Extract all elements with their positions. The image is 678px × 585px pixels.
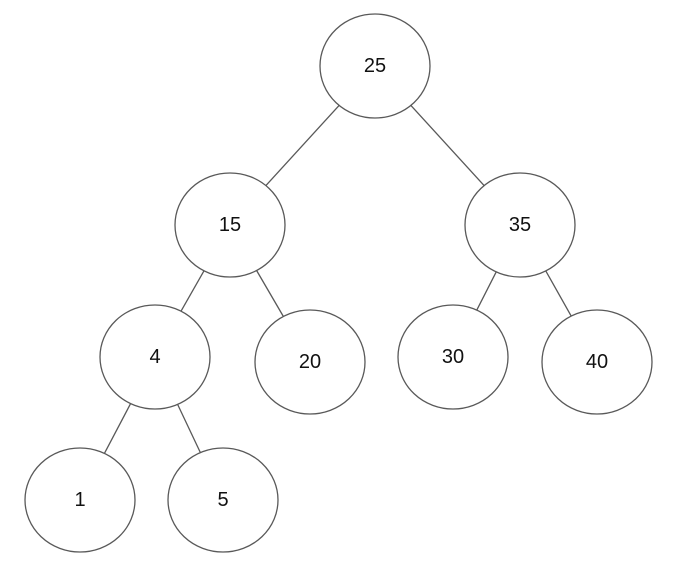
tree-node-40: 40 bbox=[541, 309, 653, 415]
node-label-20: 20 bbox=[299, 351, 321, 373]
edge-n15-n20 bbox=[256, 270, 284, 317]
edge-n35-n30 bbox=[476, 271, 497, 311]
node-label-40: 40 bbox=[586, 351, 608, 373]
node-circle-30 bbox=[397, 304, 509, 410]
node-label-4: 4 bbox=[149, 346, 160, 368]
node-label-15: 15 bbox=[219, 214, 241, 236]
edge-n4-n1 bbox=[103, 403, 132, 454]
node-label-1: 1 bbox=[74, 489, 85, 511]
node-circle-5 bbox=[167, 447, 279, 553]
node-circle-35 bbox=[464, 172, 576, 278]
node-circle-1 bbox=[24, 447, 136, 553]
edge-n35-n40 bbox=[545, 270, 572, 317]
node-circle-20 bbox=[254, 309, 366, 415]
edge-n25-n35 bbox=[410, 104, 485, 187]
tree-node-15: 15 bbox=[174, 172, 286, 278]
edge-n25-n15 bbox=[265, 104, 340, 187]
node-circle-15 bbox=[174, 172, 286, 278]
tree-node-20: 20 bbox=[254, 309, 366, 415]
tree-node-5: 5 bbox=[167, 447, 279, 553]
tree-node-1: 1 bbox=[24, 447, 136, 553]
edges-layer bbox=[103, 104, 572, 454]
tree-node-4: 4 bbox=[99, 304, 211, 410]
tree-node-35: 35 bbox=[464, 172, 576, 278]
node-circle-40 bbox=[541, 309, 653, 415]
tree-node-25: 25 bbox=[319, 13, 431, 119]
node-label-35: 35 bbox=[509, 214, 531, 236]
node-circle-25 bbox=[319, 13, 431, 119]
node-circle-4 bbox=[99, 304, 211, 410]
edge-n4-n5 bbox=[177, 404, 201, 453]
node-label-25: 25 bbox=[364, 55, 386, 77]
node-label-30: 30 bbox=[442, 346, 464, 368]
tree-node-30: 30 bbox=[397, 304, 509, 410]
node-label-5: 5 bbox=[217, 489, 228, 511]
edge-n15-n4 bbox=[180, 270, 205, 312]
